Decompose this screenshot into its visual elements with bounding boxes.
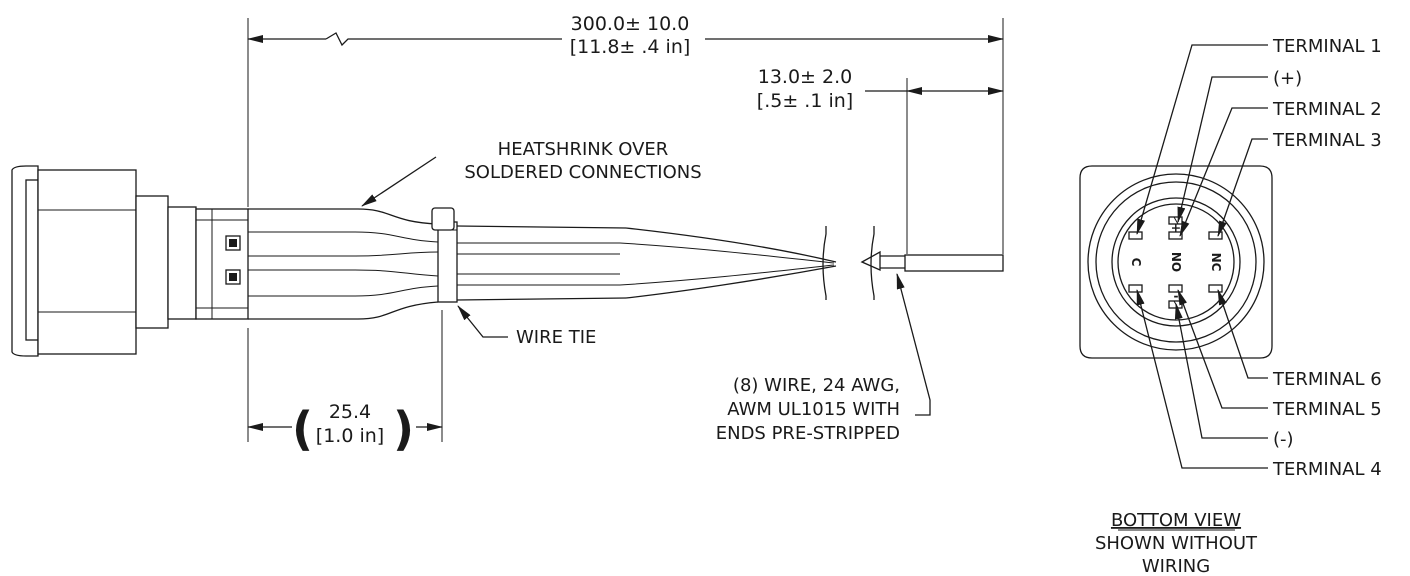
wire-tie-label: WIRE TIE — [516, 327, 596, 348]
terminal-minus-label: (-) — [1273, 429, 1294, 450]
paren-close: ) — [393, 402, 414, 456]
pin-no-mark: NO — [1169, 252, 1183, 272]
strip-length-in: [.5± .1 in] — [757, 90, 853, 112]
bottom-view: + - C NO NC TERMINAL 1 (+) TERMINAL 2 TE… — [1079, 36, 1382, 576]
callout-wire-tie: WIRE TIE — [457, 305, 596, 348]
overall-length-mm: 300.0± 10.0 — [571, 13, 690, 35]
callout-wire-spec: (8) WIRE, 24 AWG, AWM UL1015 WITH ENDS P… — [716, 273, 931, 444]
paren-open: ( — [292, 402, 313, 456]
strip-length-mm: 13.0± 2.0 — [758, 66, 852, 88]
terminal-3-label: TERMINAL 3 — [1272, 130, 1382, 151]
terminal-6-label: TERMINAL 6 — [1272, 369, 1382, 390]
terminal-4-label: TERMINAL 4 — [1272, 459, 1382, 480]
terminal-1-label: TERMINAL 1 — [1272, 36, 1382, 57]
wire-bundle — [248, 208, 1004, 320]
bottom-view-line-2: SHOWN WITHOUT — [1095, 533, 1258, 554]
dimension-overall-length: 300.0± 10.0 [11.8± .4 in] — [247, 13, 1004, 254]
bottom-view-title: BOTTOM VIEW — [1111, 510, 1241, 531]
connector-side-view — [11, 165, 249, 357]
pin-nc-mark: NC — [1209, 253, 1223, 272]
tie-distance-in: [1.0 in] — [316, 425, 384, 447]
wire-spec-label-2: AWM UL1015 WITH — [727, 399, 900, 420]
pin-minus-mark: - — [1174, 289, 1179, 303]
terminal-plus-label: (+) — [1273, 68, 1302, 89]
terminal-5-label: TERMINAL 5 — [1272, 399, 1382, 420]
wire-tie — [431, 207, 458, 303]
callout-heatshrink: HEATSHRINK OVER SOLDERED CONNECTIONS — [361, 139, 702, 207]
dimension-tie-distance: ( 25.4 [1.0 in] ) — [247, 310, 443, 456]
heatshrink-label-1: HEATSHRINK OVER — [498, 139, 669, 160]
heatshrink-label-2: SOLDERED CONNECTIONS — [464, 162, 701, 183]
dimension-strip-length: 13.0± 2.0 [.5± .1 in] — [757, 66, 1004, 254]
wire-spec-label-3: ENDS PRE-STRIPPED — [716, 423, 900, 444]
overall-length-in: [11.8± .4 in] — [570, 36, 691, 58]
pin-plus-mark: + — [1169, 223, 1183, 233]
wire-spec-label-1: (8) WIRE, 24 AWG, — [733, 375, 900, 396]
bottom-view-line-3: WIRING — [1142, 556, 1210, 576]
terminal-2-label: TERMINAL 2 — [1272, 99, 1382, 120]
tie-distance-mm: 25.4 — [329, 401, 371, 423]
pin-c-mark: C — [1129, 258, 1143, 267]
